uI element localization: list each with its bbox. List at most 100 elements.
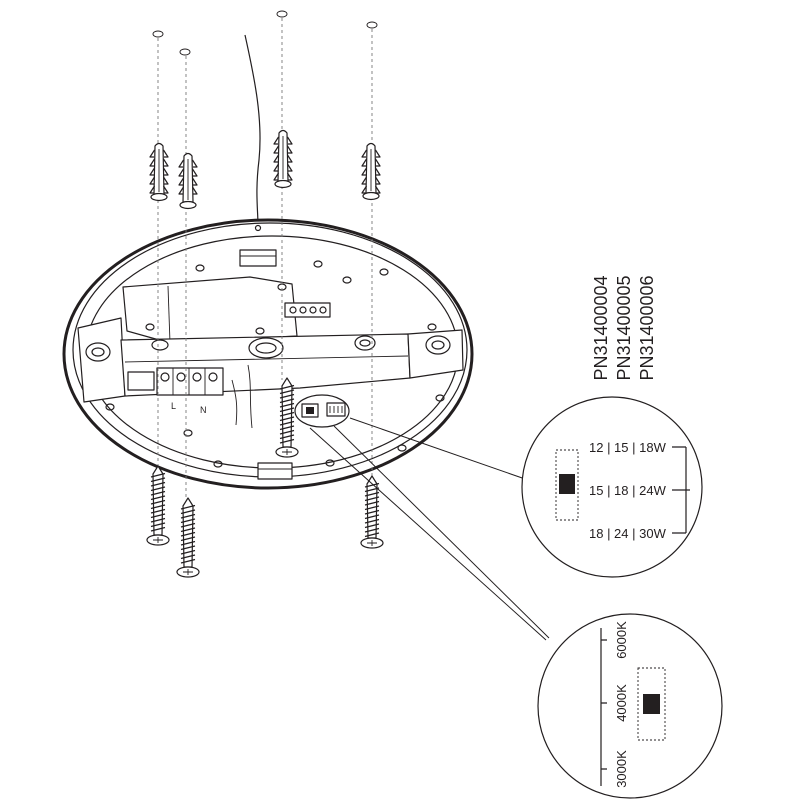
driver-housing-edge <box>167 285 171 344</box>
drill-marker <box>152 30 164 38</box>
wall-plug-fin <box>361 149 381 158</box>
screw-thread <box>180 531 196 537</box>
screw-thread <box>279 393 295 399</box>
screw-thread <box>279 407 295 413</box>
wall-plug-fin <box>178 177 198 186</box>
plate-small-hole <box>145 323 155 331</box>
screw-thread <box>364 518 380 524</box>
connector-pin <box>319 306 327 314</box>
screw-thread <box>180 545 196 551</box>
cct-switch-detail <box>329 406 343 413</box>
screw-head-slot <box>153 537 163 543</box>
cct-setting-label: 6000K <box>614 621 629 659</box>
screw-thread <box>364 509 380 515</box>
screw-thread <box>279 402 295 408</box>
screw-thread <box>180 518 196 524</box>
screw-thread <box>180 536 196 542</box>
central-cable-hole <box>248 337 284 359</box>
drill-markers <box>152 10 378 56</box>
rail-hole <box>354 335 376 351</box>
wattage-detail-circle <box>521 396 703 578</box>
wall-plug-fin <box>361 176 381 185</box>
connector-pin <box>309 306 317 314</box>
cct-detail-circle <box>537 613 723 799</box>
wall-plug-fin <box>361 167 381 176</box>
screw-thread <box>180 558 196 564</box>
cct-switch-slider <box>643 694 660 714</box>
screw-thread <box>180 554 196 560</box>
screw-thread <box>279 434 295 440</box>
plate-small-holes <box>105 260 445 468</box>
plate-small-hole <box>195 264 205 272</box>
plate-small-hole <box>435 394 445 402</box>
drill-marker <box>179 48 191 56</box>
wattage-setting-label: 15 | 18 | 24W <box>589 483 667 498</box>
bottom-connector-tab <box>257 462 293 480</box>
plate-small-hole <box>342 276 352 284</box>
plate-small-hole <box>397 444 407 452</box>
screw-thread <box>150 499 166 505</box>
left-fixing-hole <box>85 342 111 362</box>
screw-thread <box>150 495 166 501</box>
screw-thread <box>279 389 295 395</box>
screw-thread <box>150 526 166 532</box>
wattage-leader-line <box>349 417 529 481</box>
wall-plug-fin <box>149 167 169 176</box>
screw-thread <box>150 472 166 478</box>
screw <box>176 497 200 578</box>
screw <box>146 465 170 546</box>
plate-small-hole <box>427 323 437 331</box>
screw <box>360 475 384 549</box>
screw-thread <box>364 500 380 506</box>
screw-thread <box>180 513 196 519</box>
terminal-screw <box>160 372 170 382</box>
screw-thread <box>150 522 166 528</box>
plate-small-hole <box>213 460 223 468</box>
part-number: PN31400005 <box>614 275 634 380</box>
wall-plug-fin <box>273 145 293 154</box>
terminal-screw <box>176 372 186 382</box>
supply-cable <box>244 34 261 227</box>
plate-small-hole <box>183 429 193 437</box>
screw-thread <box>150 513 166 519</box>
cable-clamp <box>127 371 155 391</box>
wall-plug-fin <box>149 149 169 158</box>
wall-plug-collar <box>274 179 292 189</box>
left-fixing-hole-inner <box>91 347 105 357</box>
wall-plug-fin <box>149 176 169 185</box>
wall-plug-fin <box>273 136 293 145</box>
rail-hole <box>151 339 169 351</box>
wattage-setting-label: 12 | 15 | 18W <box>589 440 667 455</box>
screw-head-slot <box>282 449 292 455</box>
drill-marker <box>366 21 378 29</box>
screw-thread <box>364 514 380 520</box>
screw-thread <box>364 482 380 488</box>
screw-thread <box>180 522 196 528</box>
connector-pin <box>299 306 307 314</box>
wall-plug-collar <box>179 200 197 210</box>
cct-leader-line <box>333 425 550 639</box>
wall-plugs <box>149 129 381 210</box>
screw-thread <box>279 398 295 404</box>
cct-setting-label: 4000K <box>614 684 629 722</box>
wall-plug-fin <box>178 159 198 168</box>
screw-thread <box>364 505 380 511</box>
screw-thread <box>364 532 380 538</box>
mounting-rail-fold <box>124 355 409 363</box>
screw-thread <box>364 496 380 502</box>
screw-thread <box>150 504 166 510</box>
screw-thread <box>150 517 166 523</box>
plate-small-hole <box>325 459 335 467</box>
driver-output-connector <box>284 302 331 318</box>
part-numbers: PN31400004 PN31400005 PN31400006 <box>591 275 657 380</box>
cct-switch <box>326 402 346 417</box>
right-fixing-hole-inner <box>431 340 445 350</box>
wall-plug <box>361 142 381 201</box>
wattage-switch-track <box>555 449 579 521</box>
screw-thread <box>364 527 380 533</box>
screw-thread <box>279 416 295 422</box>
terminal-screw <box>208 372 218 382</box>
screw-thread <box>180 540 196 546</box>
